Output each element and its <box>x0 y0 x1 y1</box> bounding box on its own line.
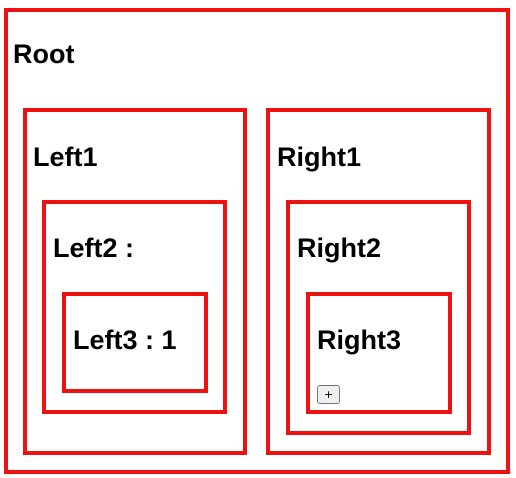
root-label: Root <box>13 39 75 69</box>
right3-label: Right3 <box>317 325 401 355</box>
left1-label: Left1 <box>33 142 98 172</box>
right1-label: Right1 <box>277 142 361 172</box>
left2-label: Left2 : <box>53 233 134 263</box>
left3-container <box>62 292 208 393</box>
increment-button[interactable]: + <box>317 385 340 404</box>
left3-label: Left3 : 1 <box>73 325 177 355</box>
right2-label: Right2 <box>297 233 381 263</box>
